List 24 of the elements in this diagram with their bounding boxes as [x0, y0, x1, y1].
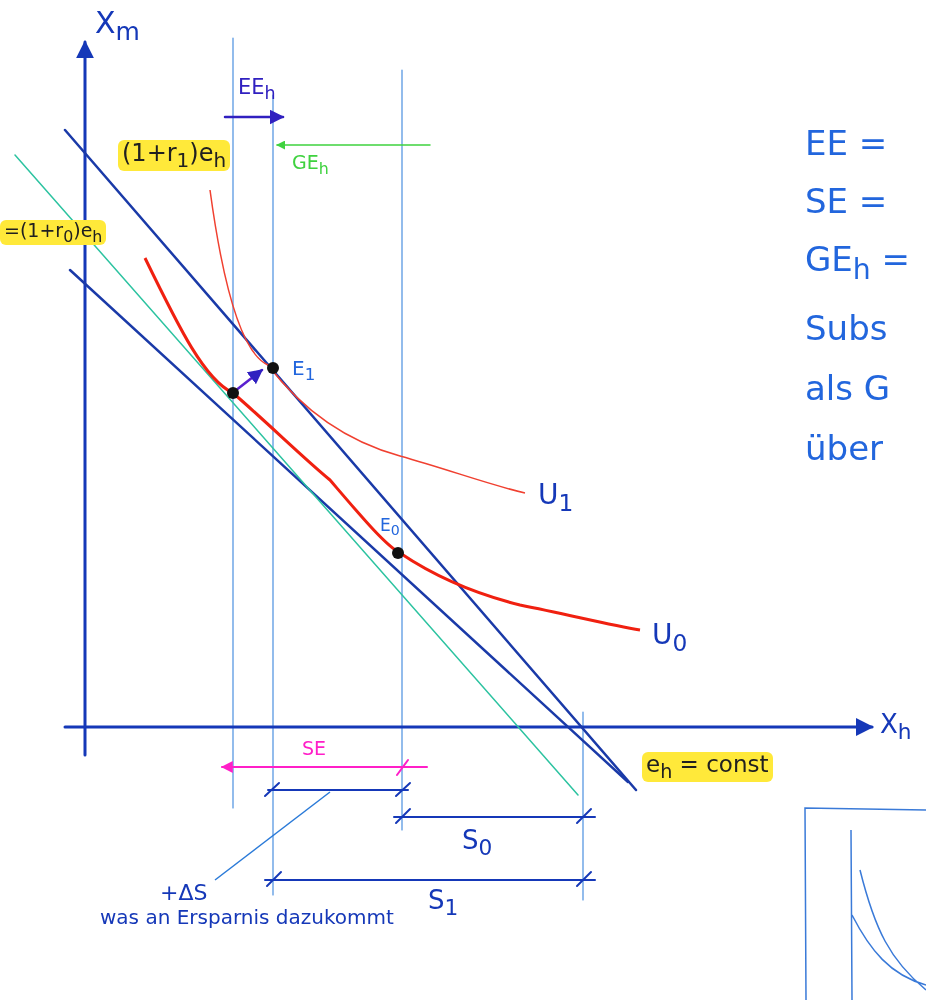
effect-label: EE$_{h}$ — [238, 76, 276, 104]
curve-label: U$_{0}$ — [652, 620, 688, 657]
note-text: SE = — [805, 183, 888, 221]
formula-label: =(1+r$_{0}$)e$_{h}$ — [0, 220, 107, 246]
point-label: E$_{1}$ — [292, 357, 316, 385]
note-text: was an Ersparnis dazukommt — [100, 905, 394, 929]
leader-line — [214, 791, 331, 881]
note-text: als G — [805, 370, 891, 408]
curve-label: U$_{1}$ — [538, 480, 574, 517]
formula-label: e$_{h}$ = const — [642, 752, 773, 782]
axis-label: X$_{h}$ — [880, 710, 912, 744]
formula-label: (1+r$_{1}$)e$_{h}$ — [118, 140, 231, 171]
dimension-label: S$_{1}$ — [428, 886, 459, 920]
note-text: über — [805, 430, 884, 468]
dimension-label: SE — [302, 738, 327, 759]
delta-label: +ΔS — [159, 880, 209, 905]
point-label: E$_{0}$ — [380, 516, 400, 539]
note-text: GE$_{h}$ = — [805, 241, 911, 285]
note-text: Subs — [805, 310, 888, 348]
dimension-label: S$_{0}$ — [462, 826, 493, 860]
bracket — [264, 782, 411, 797]
effect-label: GE$_{h}$ — [292, 152, 329, 178]
note-text: EE = — [805, 125, 888, 163]
axis-label: X$_{m}$ — [95, 6, 140, 46]
